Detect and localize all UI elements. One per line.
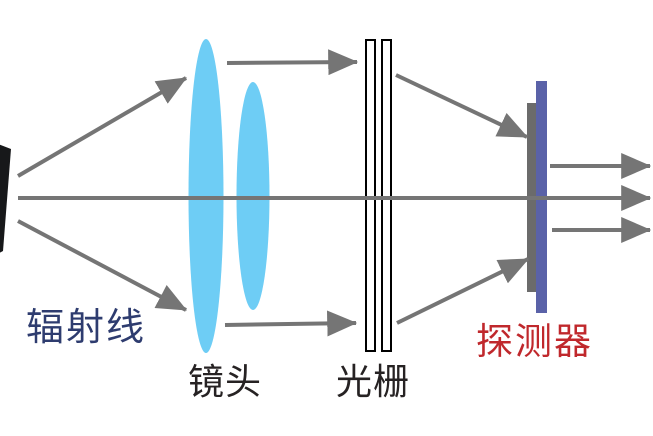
ray-grating-to-detector-lower [396, 257, 530, 325]
label-grating: 光栅 [336, 362, 411, 403]
grating-slit-right [381, 39, 392, 352]
ray-source-to-lens-upper [16, 76, 188, 178]
ray-grating-to-detector-upper [395, 73, 529, 139]
light-rays [16, 49, 652, 337]
grating-slit-left [365, 39, 376, 352]
grating [365, 39, 392, 352]
label-lens: 镜头 [188, 362, 263, 403]
label-detector: 探测器 [476, 320, 593, 363]
ray-lens-to-grating-upper [226, 49, 359, 76]
radiation-source [0, 144, 11, 253]
ray-source-to-lens-lower [17, 219, 188, 312]
ray-lens-to-grating-lower [224, 310, 358, 337]
label-radiation-rays: 辐射线 [26, 305, 147, 349]
